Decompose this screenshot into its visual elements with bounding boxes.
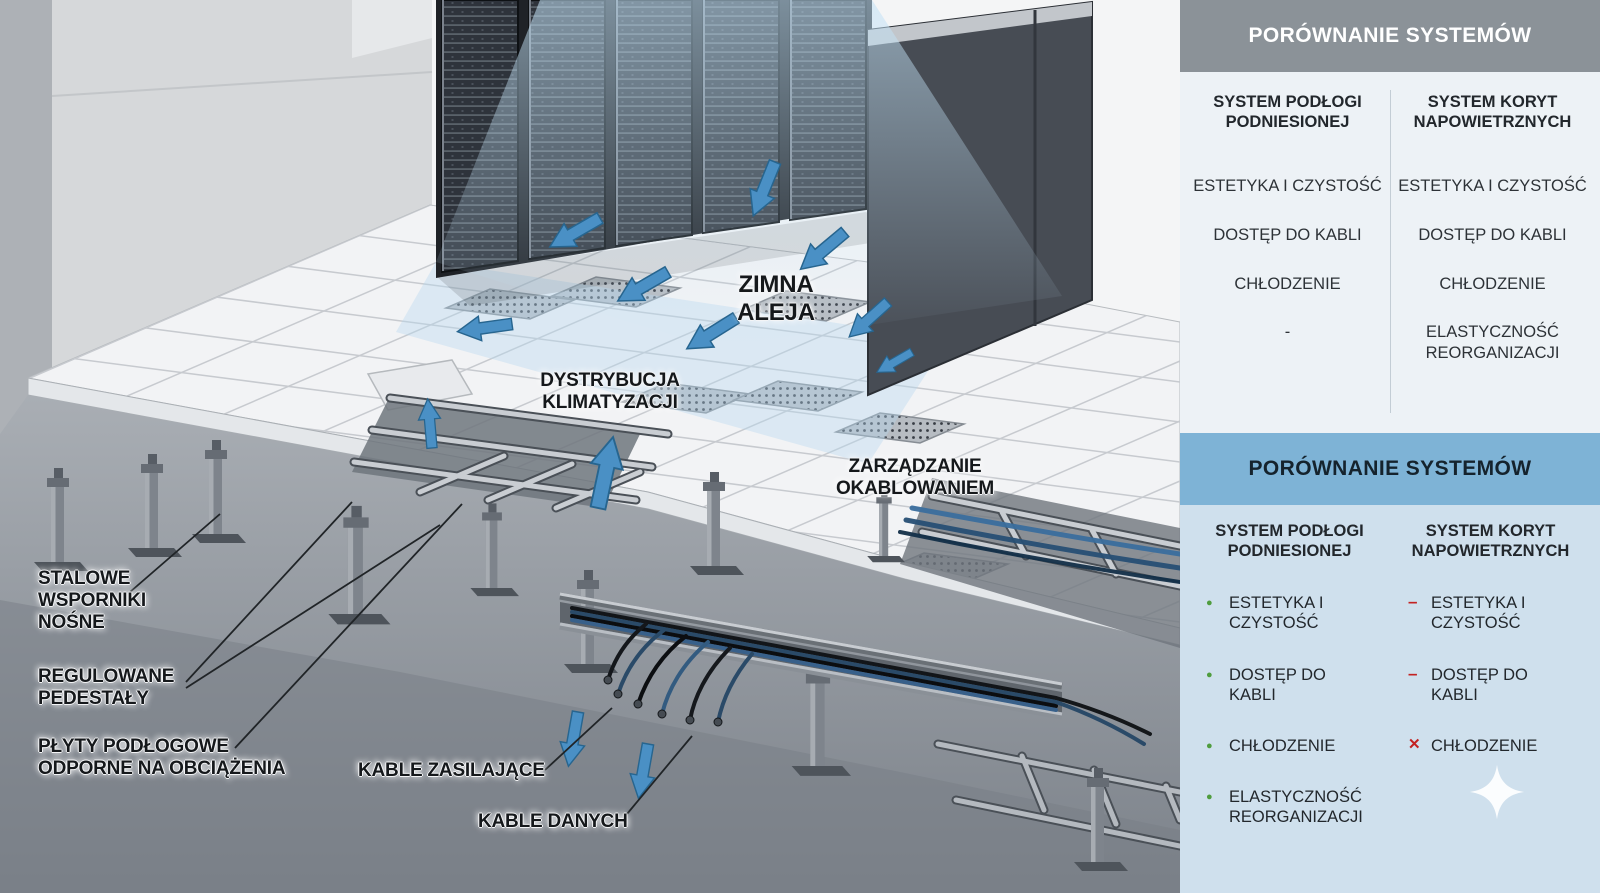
comparison-cell: ESTETYKA I CZYSTOŚĆ (1398, 177, 1587, 196)
raised-floor-pros-list: ● ESTETYKA I CZYSTOŚĆ ● DOSTĘP DO KABLI … (1194, 593, 1384, 827)
label-load-floor-panels: PŁYTY PODŁOGOWE ODPORNE NA OBCIĄŻENIA (38, 736, 286, 780)
label-hvac-distribution: DYSTRYBUCJA KLIMATYZACJI (540, 370, 680, 414)
label-power-cables: KABLE ZASILAJĄCE (358, 760, 545, 781)
list-item-label: ELASTYCZNOŚĆ REORGANIZACJI (1229, 787, 1363, 826)
positive-bullet-icon: ● (1206, 790, 1213, 803)
positive-bullet-icon: ● (1206, 668, 1213, 681)
comparison-row: - ELASTYCZNOŚĆ REORGANIZACJI (1190, 322, 1590, 363)
comparison-row: ESTETYKA I CZYSTOŚĆ ESTETYKA I CZYSTOŚĆ (1190, 176, 1590, 197)
bottom-column-header-right: SYSTEM KORYT NAPOWIETRZNYCH (1411, 522, 1570, 561)
tray-cables (570, 606, 1152, 746)
comparison-panel: PORÓWNANIE SYSTEMÓW SYSTEM PODŁOGI PODNI… (1180, 0, 1600, 893)
leader-lines (129, 501, 693, 821)
label-data-cables: KABLE DANYCH (478, 811, 628, 832)
top-column-header-right: SYSTEM KORYT NAPOWIETRZNYCH (1413, 93, 1572, 132)
cable-tray (559, 592, 1152, 746)
comparison-cell: ESTETYKA I CZYSTOŚĆ (1193, 177, 1382, 196)
power-cables (606, 622, 754, 724)
list-item-label: CHŁODZENIE (1229, 736, 1336, 755)
list-item-label: ESTETYKA I CZYSTOŚĆ (1229, 594, 1324, 633)
label-cold-aisle: ZIMNA ALEJA (737, 271, 815, 326)
data-cable-bundle (898, 505, 1180, 584)
comparison-top-table: SYSTEM PODŁOGI PODNIESIONEJ SYSTEM KORYT… (1180, 72, 1600, 433)
list-item-label: CHŁODZENIE (1431, 736, 1538, 755)
comparison-bottom-table: SYSTEM PODŁOGI PODNIESIONEJ SYSTEM KORYT… (1180, 505, 1600, 893)
datacenter-illustration: ZIMNA ALEJA DYSTRYBUCJA KLIMATYZACJI ZAR… (0, 0, 1180, 893)
label-cable-management: ZARZĄDZANIE OKABLOWANIEM (835, 456, 995, 500)
datacenter-scene-svg (0, 0, 1180, 893)
positive-bullet-icon: ● (1206, 597, 1213, 610)
bottom-column-header-left: SYSTEM PODŁOGI PODNIESIONEJ (1215, 522, 1364, 561)
comparison-cell: ELASTYCZNOŚĆ REORGANIZACJI (1425, 323, 1560, 362)
label-steel-supports: STALOWE WSPORNIKI NOŚNE (38, 568, 146, 634)
right-opening-grid (898, 478, 1180, 648)
list-item-label: DOSTĘP DO KABLI (1431, 665, 1528, 704)
comparison-top-title: PORÓWNANIE SYSTEMÓW (1248, 24, 1532, 47)
negative-dash-icon: – (1408, 663, 1418, 683)
list-item: – ESTETYKA I CZYSTOŚĆ (1408, 592, 1578, 633)
comparison-bottom-title: PORÓWNANIE SYSTEMÓW (1248, 457, 1532, 480)
negative-dash-icon: – (1408, 592, 1418, 612)
cable-connectors (603, 675, 723, 727)
cold-aisle-glow (436, 0, 1062, 348)
list-item: ● CHŁODZENIE (1206, 736, 1376, 756)
list-item: ✕ CHŁODZENIE (1408, 736, 1578, 756)
comparison-cell: DOSTĘP DO KABLI (1418, 225, 1567, 244)
comparison-top-header: PORÓWNANIE SYSTEMÓW (1180, 0, 1600, 72)
comparison-cell: - (1284, 323, 1291, 342)
list-item: ● ESTETYKA I CZYSTOŚĆ (1206, 593, 1376, 633)
negative-cross-icon: ✕ (1408, 735, 1421, 753)
top-column-header-left: SYSTEM PODŁOGI PODNIESIONEJ (1213, 93, 1362, 132)
comparison-bottom-header: PORÓWNANIE SYSTEMÓW (1180, 433, 1600, 505)
comparison-row: CHŁODZENIE CHŁODZENIE (1190, 274, 1590, 295)
comparison-cell: CHŁODZENIE (1439, 274, 1546, 293)
label-adjustable-pedestals: REGULOWANE PEDESTAŁY (38, 666, 175, 710)
overhead-tray-cons-list: – ESTETYKA I CZYSTOŚĆ – DOSTĘP DO KABLI … (1396, 592, 1586, 827)
comparison-cell: DOSTĘP DO KABLI (1213, 225, 1362, 244)
list-item: ● ELASTYCZNOŚĆ REORGANIZACJI (1206, 787, 1376, 827)
sparkle-icon (1469, 764, 1525, 820)
comparison-cell: CHŁODZENIE (1234, 274, 1341, 293)
column-divider (1390, 90, 1391, 413)
cold-aisle-floor-tint (396, 262, 948, 464)
comparison-row: DOSTĘP DO KABLI DOSTĘP DO KABLI (1190, 225, 1590, 246)
list-item-label: DOSTĘP DO KABLI (1229, 665, 1326, 704)
positive-bullet-icon: ● (1206, 739, 1213, 752)
list-item: ● DOSTĘP DO KABLI (1206, 665, 1376, 705)
list-item-label: ESTETYKA I CZYSTOŚĆ (1431, 594, 1526, 633)
list-item: – DOSTĘP DO KABLI (1408, 663, 1578, 705)
